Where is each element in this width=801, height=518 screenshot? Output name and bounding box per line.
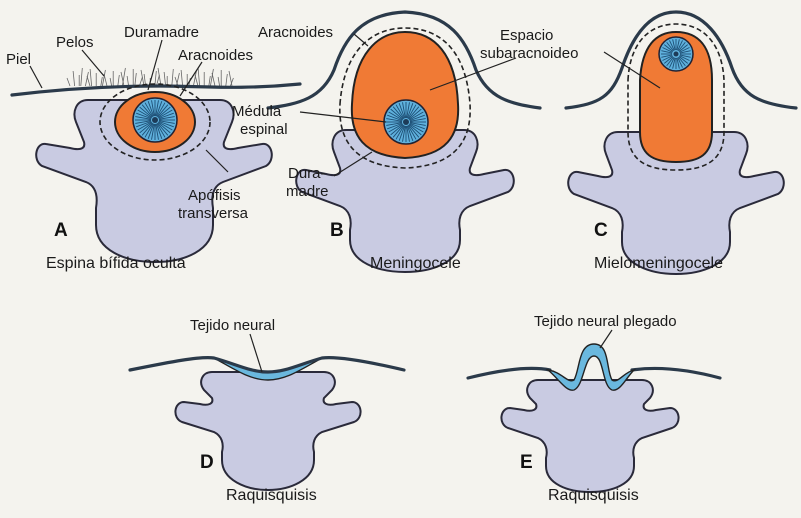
label-dura-1: Dura- [288, 165, 326, 182]
panel-letter-b: B [330, 220, 344, 241]
skin-line-e [468, 368, 720, 378]
panel-letter-d: D [200, 452, 214, 473]
leader-tejido-d [250, 334, 262, 372]
label-pelos: Pelos [56, 34, 94, 51]
leader-aracnoides-b [354, 34, 368, 46]
caption-a: Espina bífida oculta [46, 255, 186, 272]
label-medula-1: Médula [232, 103, 282, 120]
leader-tejido-e [600, 330, 612, 348]
spinal-cord-c [659, 37, 693, 71]
skin-line-d [130, 358, 404, 372]
caption-c: Mielomeningocele [594, 255, 723, 272]
panel-letter-a: A [54, 220, 68, 241]
label-espacio-1: Espacio [500, 27, 553, 44]
panel-letter-c: C [594, 220, 608, 241]
panel-e: Tejido neural plegado E Raquisquisis [468, 313, 720, 504]
label-apofisis-2: transversa [178, 205, 249, 222]
panel-letter-e: E [520, 452, 533, 473]
caption-b: Meningocele [370, 255, 461, 272]
label-espacio-2: subaracnoideo [480, 45, 578, 62]
panel-c: Espacio subaracnoideo C Mielomeningocele [430, 12, 796, 274]
caption-d: Raquisquisis [226, 487, 317, 504]
panel-a: Piel Pelos Duramadre Aracnoides Apófisis… [6, 24, 300, 272]
label-tejido-e: Tejido neural plegado [534, 313, 677, 330]
vertebra-e [501, 380, 678, 492]
leader-piel [30, 66, 42, 88]
label-aracnoides-a: Aracnoides [178, 47, 253, 64]
label-duramadre: Duramadre [124, 24, 199, 41]
label-medula-2: espinal [240, 121, 288, 138]
label-apofisis-1: Apófisis [188, 187, 241, 204]
panel-d: Tejido neural D Raquisquisis [130, 317, 404, 504]
label-piel: Piel [6, 51, 31, 68]
caption-e: Raquisquisis [548, 487, 639, 504]
label-tejido-d: Tejido neural [190, 317, 275, 334]
spinal-cord-a [133, 98, 177, 142]
spinal-cord-b [384, 100, 428, 144]
leader-pelos [82, 50, 104, 76]
label-dura-2: madre [286, 183, 329, 200]
label-aracnoides-b: Aracnoides [258, 24, 333, 41]
